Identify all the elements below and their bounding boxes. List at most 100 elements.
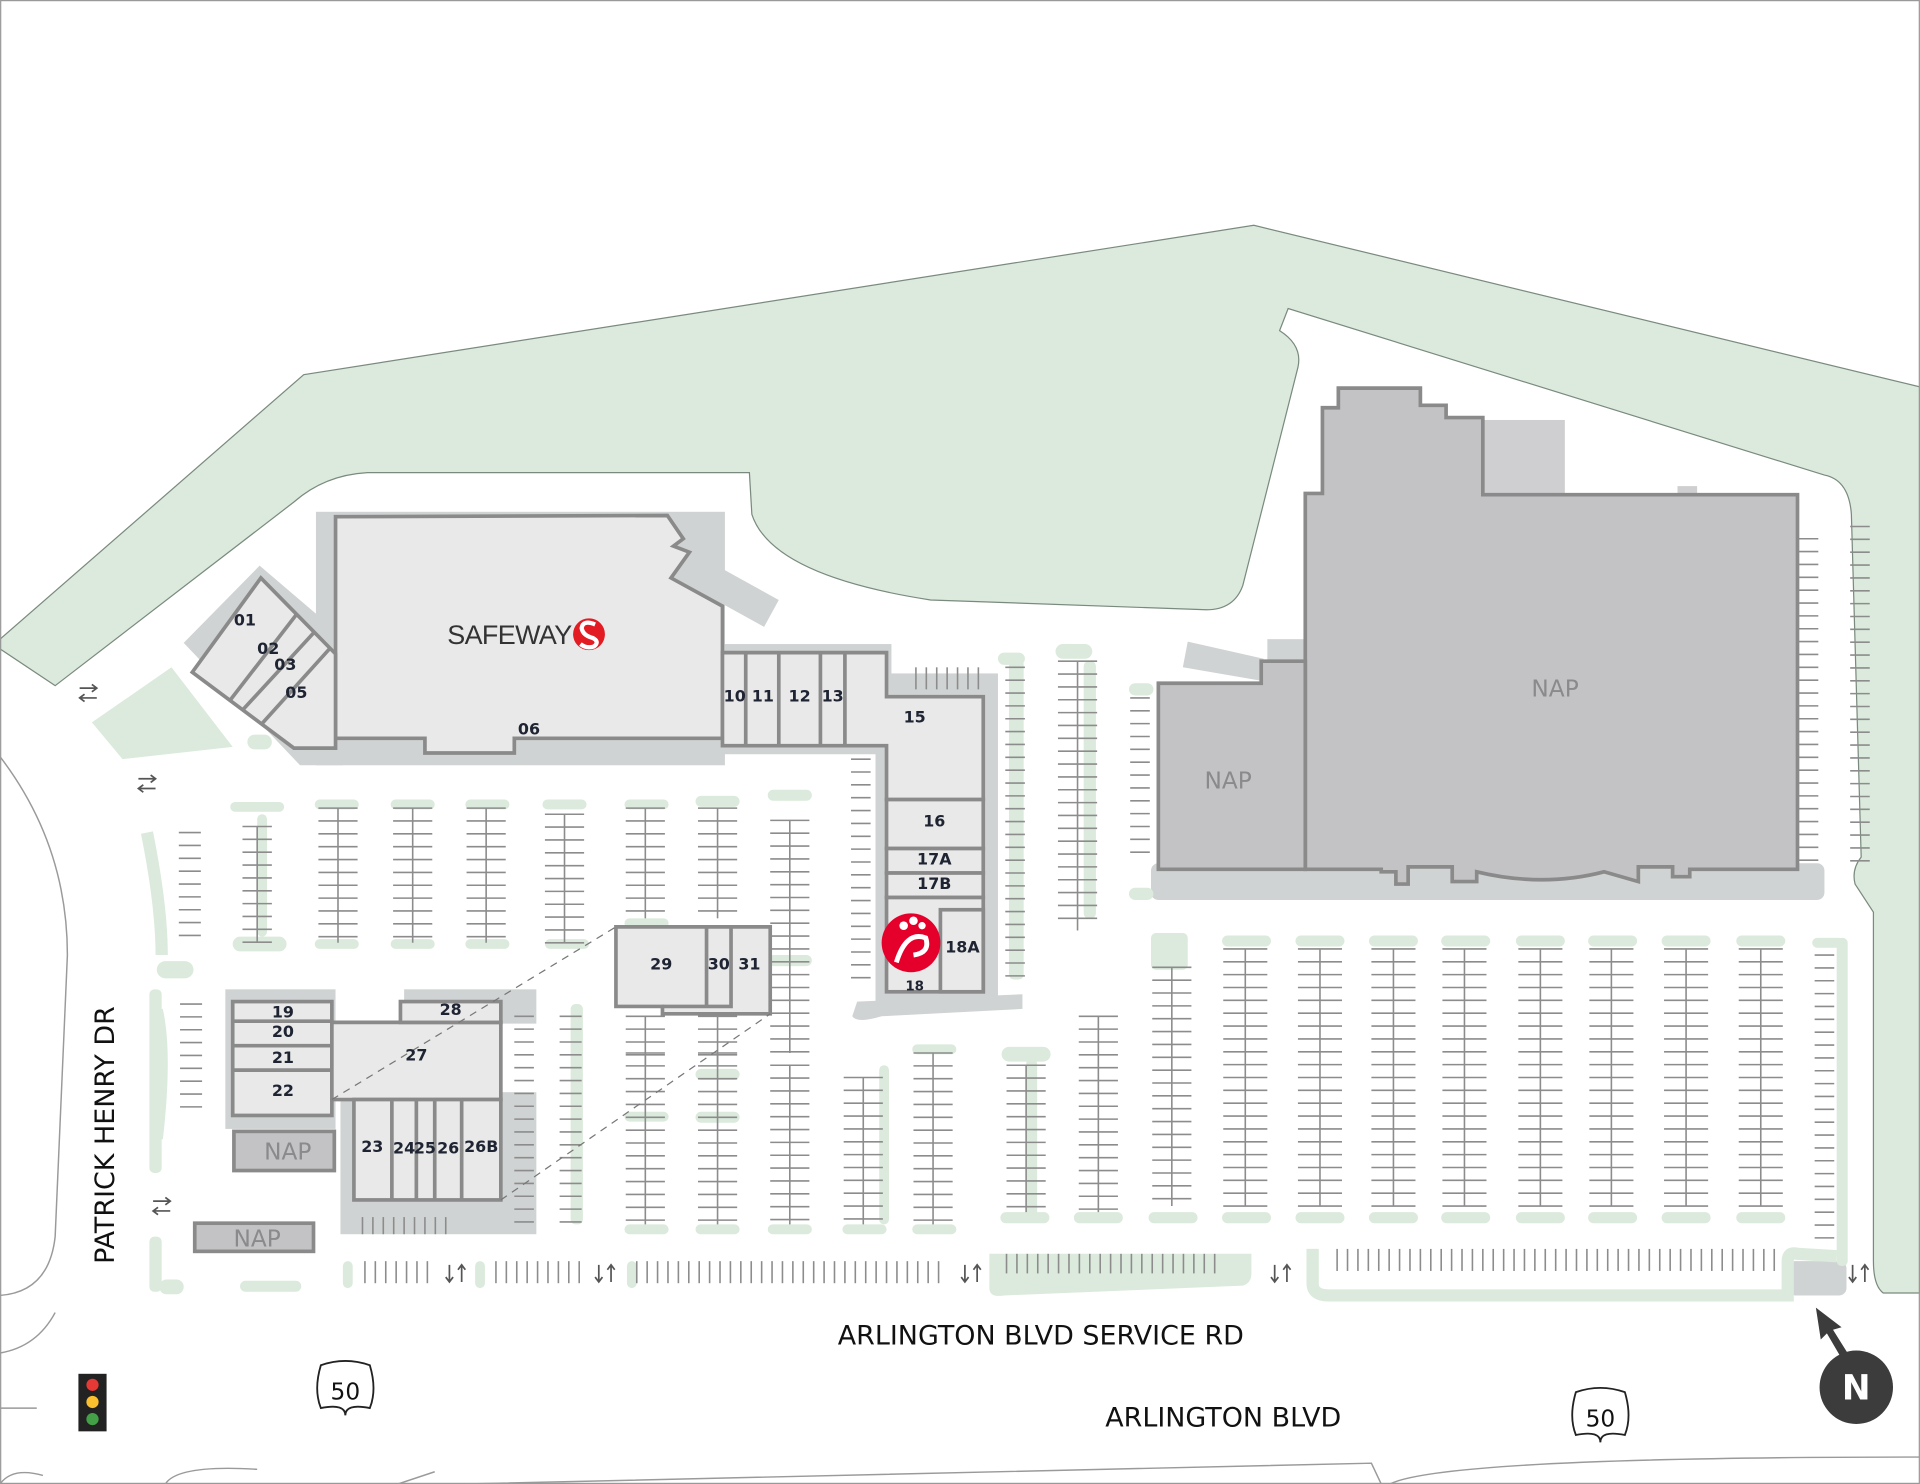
loading-dock xyxy=(1182,641,1264,681)
nap-building-large[interactable] xyxy=(1303,386,1800,886)
pad-building-01-05[interactable] xyxy=(189,575,338,750)
route-shield-icon: 50 xyxy=(1571,1386,1630,1443)
landscape-island xyxy=(1441,1212,1491,1224)
road-label-patrick-henry: PATRICK HENRY DR xyxy=(90,1006,121,1264)
unit-label: 30 xyxy=(708,955,730,974)
landscape-island xyxy=(1306,1247,1838,1302)
landscape-island xyxy=(1588,1212,1638,1224)
two-way-arrow-icon xyxy=(1848,1263,1870,1284)
roof-structure xyxy=(1482,419,1565,496)
landscape-island xyxy=(149,1236,162,1292)
unit-17a[interactable] xyxy=(884,846,986,875)
north-label: N xyxy=(1842,1369,1871,1409)
unit-16[interactable] xyxy=(884,797,986,851)
unit-label: 03 xyxy=(274,655,296,674)
landscape-island xyxy=(912,1044,957,1055)
safeway-logo-icon xyxy=(573,618,605,651)
unit-label: 28 xyxy=(440,1000,462,1019)
landscape-island xyxy=(695,1224,740,1235)
two-way-arrow-icon xyxy=(78,683,1870,1284)
two-way-arrow-icon xyxy=(445,1263,467,1284)
landscape-island xyxy=(1812,937,1845,948)
chick-fil-a-logo-icon xyxy=(881,913,941,973)
landscape-island xyxy=(1515,1212,1565,1224)
route-shield-number: 50 xyxy=(331,1379,361,1406)
landscape-island xyxy=(879,1065,889,1225)
landscape-island xyxy=(624,799,669,810)
nap-label: NAP xyxy=(264,1139,311,1166)
unit-label: 20 xyxy=(272,1022,294,1041)
landscape-island xyxy=(912,1224,957,1235)
landscape-island xyxy=(624,1224,669,1235)
unit-label: 21 xyxy=(272,1048,294,1067)
landscape-island xyxy=(1000,1212,1050,1224)
unit-label: 01 xyxy=(234,611,256,630)
landscape-island xyxy=(1151,933,1188,970)
landscape-island xyxy=(140,831,168,1140)
dashed-boundary xyxy=(331,926,771,1201)
landscape-island xyxy=(544,939,589,949)
landscape-area xyxy=(0,224,1920,1294)
two-way-arrow-icon xyxy=(1270,1263,1292,1284)
unit-label: 18A xyxy=(945,938,980,957)
landscape-island xyxy=(1836,937,1848,1267)
landscape-island xyxy=(1073,1212,1123,1224)
landscape-island xyxy=(1441,935,1491,947)
landscape-island xyxy=(465,939,510,949)
unit-label: 05 xyxy=(285,683,307,702)
landscape-island xyxy=(1128,887,1154,900)
unit-label: 13 xyxy=(822,687,844,706)
landscape-island xyxy=(1661,1212,1711,1224)
two-way-arrow-icon xyxy=(78,683,99,703)
landscape-island xyxy=(257,814,267,937)
landscape-island xyxy=(989,1253,1252,1296)
landscape-island xyxy=(1128,683,1154,696)
roof-structure xyxy=(1677,486,1698,496)
unit-label: 15 xyxy=(904,707,926,726)
unit-label: 25 xyxy=(414,1138,436,1157)
unit-label: 26B xyxy=(464,1137,498,1156)
unit-label: 23 xyxy=(361,1137,383,1156)
landscape-island xyxy=(247,734,272,750)
landscape-island xyxy=(390,799,435,810)
landscape-island xyxy=(314,799,359,810)
traffic-light-icon xyxy=(78,1373,107,1432)
two-way-arrow-icon xyxy=(960,1263,982,1284)
nap-building-small[interactable] xyxy=(232,1129,337,1173)
landscape-island xyxy=(159,1279,184,1295)
walkway xyxy=(852,994,1023,1020)
unit-label: 29 xyxy=(650,955,672,974)
nap-label: NAP xyxy=(1531,676,1578,703)
landscape-island xyxy=(230,801,285,812)
landscape-island xyxy=(1222,1212,1272,1224)
landscape-island xyxy=(1368,1212,1418,1224)
parking-stalls xyxy=(178,525,1870,1284)
unit-label: 31 xyxy=(738,955,760,974)
nap-building-medium[interactable] xyxy=(1156,659,1308,872)
unit-18a[interactable] xyxy=(938,907,986,994)
landscape-island xyxy=(570,1004,583,1225)
unit-28[interactable] xyxy=(398,999,503,1025)
unit-label: 17A xyxy=(917,849,952,868)
nap-building-small[interactable] xyxy=(192,1221,316,1254)
landscape-island xyxy=(465,799,510,810)
two-way-arrow-icon xyxy=(136,774,157,793)
unit-label: 06 xyxy=(518,720,540,739)
landscape-island xyxy=(1368,935,1418,947)
landscape-island xyxy=(1736,935,1786,947)
landscape-island xyxy=(314,939,359,949)
landscape-island xyxy=(1661,935,1711,947)
loading-dock xyxy=(671,548,779,627)
unit-23-26b[interactable] xyxy=(352,1097,503,1202)
unit-label: 12 xyxy=(789,687,811,706)
landscape-island xyxy=(767,1224,812,1235)
landscape-island xyxy=(156,961,194,979)
landscape-island xyxy=(232,936,287,952)
two-way-arrow-icon xyxy=(151,1196,172,1216)
landscape-island xyxy=(1055,644,1093,659)
landscape-island xyxy=(475,1261,485,1289)
unit-label: 11 xyxy=(752,687,774,706)
nap-label: NAP xyxy=(234,1225,281,1252)
